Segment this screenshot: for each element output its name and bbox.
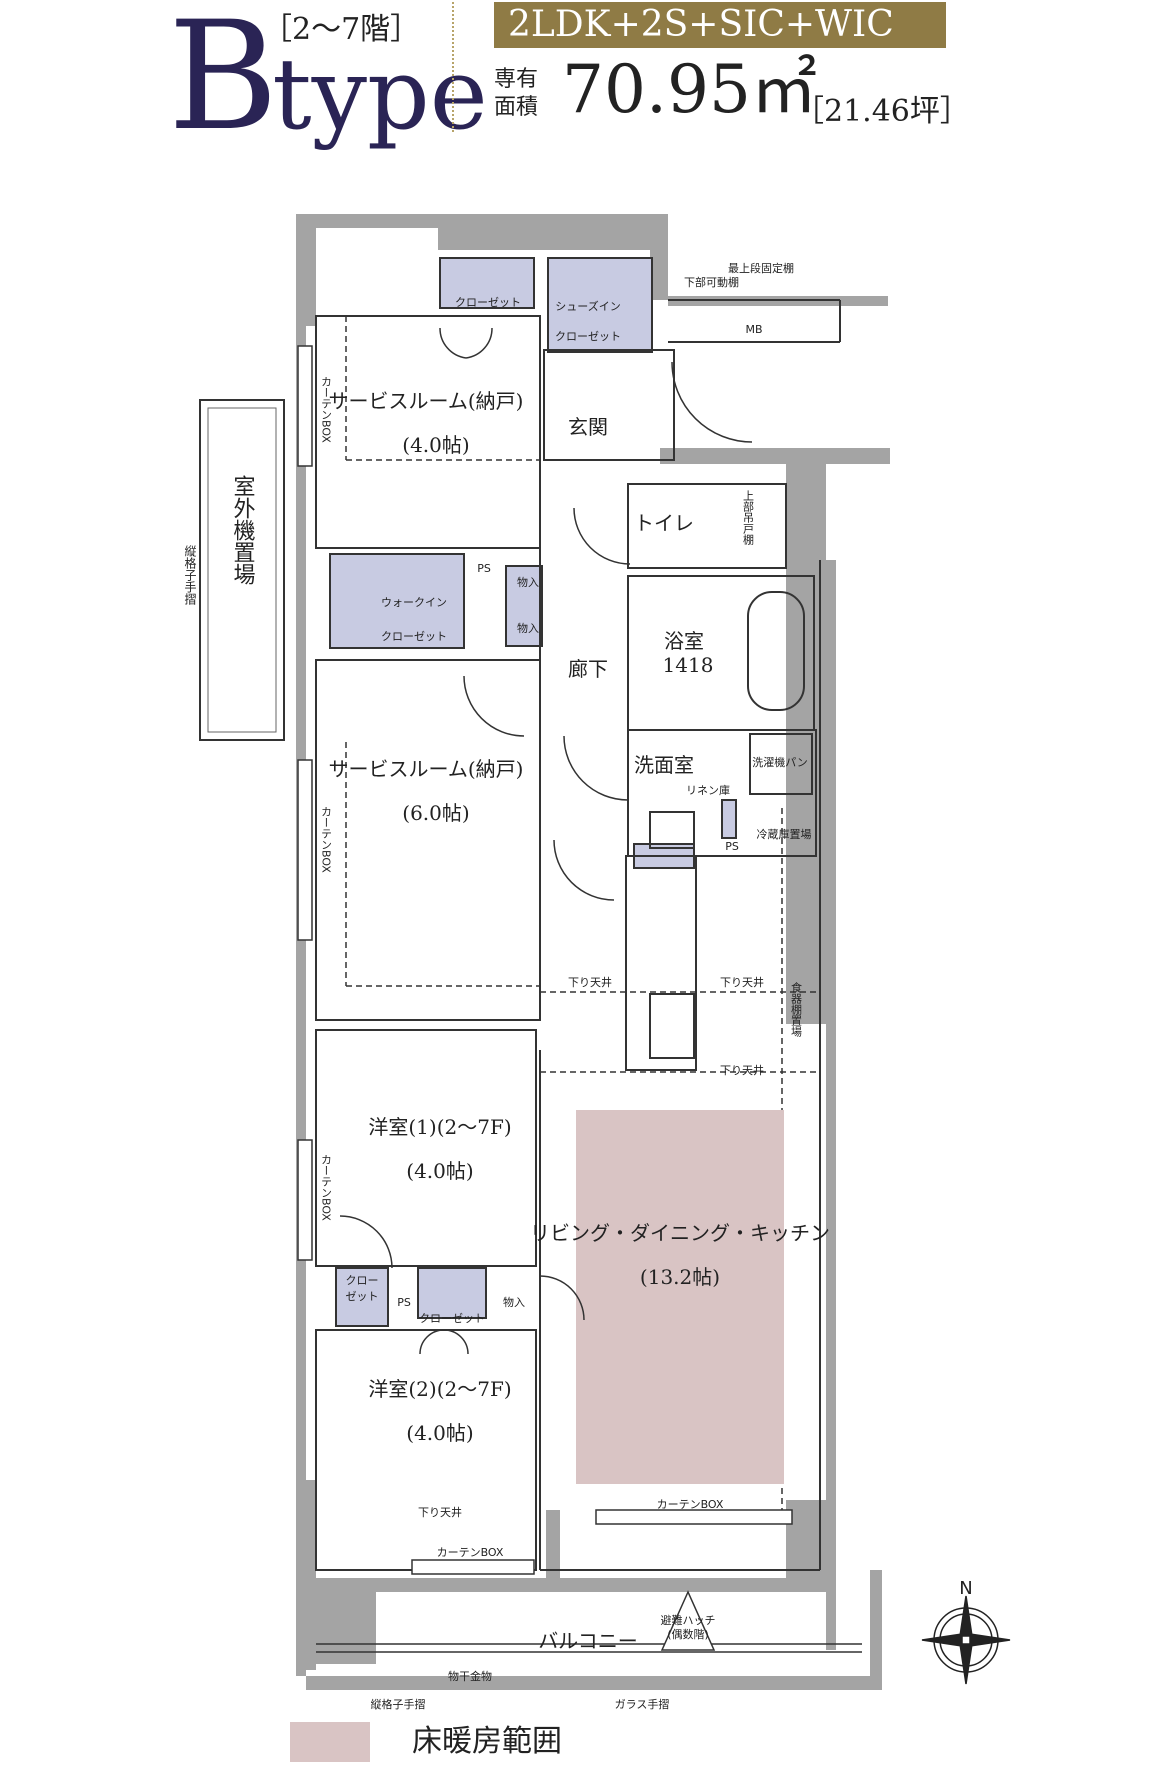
- label-mb: MB: [745, 323, 762, 336]
- label-dish-shelf: 食器棚置場: [790, 981, 803, 1038]
- label-curtain-v-3: カーテンBOX: [320, 1154, 333, 1222]
- room-toilet: トイレ: [634, 511, 694, 535]
- label-ps-2: PS: [397, 1296, 411, 1309]
- windows: [297, 345, 793, 1575]
- room-washroom: 洗面室: [634, 753, 694, 777]
- room-bath-size: 1418: [663, 653, 714, 677]
- label-ps-3: PS: [725, 840, 739, 853]
- label-storage-2: 物入: [517, 621, 539, 635]
- room-corridor: 廊下: [568, 657, 608, 681]
- label-shelf-note-2: 下部可動棚: [684, 275, 739, 289]
- label-closet-2: クローゼット: [419, 1312, 485, 1325]
- label-upper-shelf: 上部吊戸棚: [742, 490, 755, 546]
- label-hatch-2: (偶数階): [667, 1627, 709, 1641]
- room-ldk-size: (13.2帖): [640, 1265, 720, 1289]
- label-curtain-box-2: カーテンBOX: [437, 1546, 504, 1559]
- label-lowered-ceiling-2: 下り天井: [720, 975, 764, 989]
- type-letter: Btype: [168, 0, 488, 164]
- label-lowered-ceiling-4: 下り天井: [418, 1505, 462, 1519]
- label-linen: リネン庫: [686, 783, 730, 797]
- label-closet-1: クローゼット: [455, 296, 521, 309]
- room-western2-size: (4.0帖): [406, 1421, 473, 1445]
- room-ldk: リビング・ダイニング・キッチン: [530, 1221, 830, 1245]
- rail-label-left: 縦格子手摺: [183, 545, 197, 605]
- floor-range: ［2〜7階］: [262, 12, 421, 47]
- label-washer: 洗濯機パン: [752, 755, 808, 769]
- label-glass-rail: ガラス手摺: [615, 1697, 670, 1711]
- header-divider: [452, 2, 454, 132]
- label-closet-split-1: クロー: [346, 1274, 379, 1287]
- label-shoes-closet: クローゼット: [555, 330, 621, 343]
- label-hanger: 物干金物: [448, 1669, 492, 1683]
- area-tsubo: ［21.46坪］: [794, 94, 970, 129]
- label-closet-split-2: ゼット: [346, 1290, 379, 1303]
- floor-heating-area: [576, 1110, 784, 1484]
- label-curtain-box-1: カーテンBOX: [657, 1498, 724, 1511]
- label-ps-1: PS: [477, 562, 491, 575]
- room-service1: サービスルーム(納戸): [328, 389, 523, 413]
- label-lowered-ceiling-1: 下り天井: [568, 975, 612, 989]
- room-service2: サービスルーム(納戸): [328, 757, 523, 781]
- label-vertical-rail: 縦格子手摺: [371, 1697, 426, 1711]
- label-shelf-note-1: 最上段固定棚: [728, 261, 794, 275]
- room-service1-size: (4.0帖): [402, 433, 469, 457]
- svg-text:室外機置場: 室外機置場: [230, 475, 256, 585]
- label-fridge: 冷蔵庫置場: [757, 827, 812, 841]
- label-storage-3: 物入: [503, 1295, 525, 1309]
- room-western1: 洋室(1)(2〜7F): [368, 1115, 511, 1139]
- north-compass: [921, 1595, 1011, 1685]
- label-shoes-in: シューズイン: [555, 299, 620, 313]
- interior-lines: [315, 299, 841, 1571]
- room-western2: 洋室(2)(2〜7F): [368, 1377, 511, 1401]
- legend-floor-heating-label: 床暖房範囲: [412, 1724, 562, 1759]
- area-value: 70.95㎡: [562, 51, 817, 128]
- room-entrance: 玄関: [568, 415, 608, 439]
- legend-floor-heating-swatch: [290, 1722, 370, 1762]
- balcony: [316, 1590, 862, 1653]
- label-curtain-v-2: カーテンBOX: [320, 806, 333, 874]
- north-label: N: [959, 1578, 972, 1599]
- label-walkin: ウォークイン: [381, 596, 447, 609]
- plan-type-badge: 2LDK+2S+SIC+WIC: [494, 2, 946, 48]
- label-outdoor-unit: 室外機置場: [230, 475, 256, 585]
- room-bath: 浴室: [664, 629, 704, 653]
- label-curtain-v-1: カーテンBOX: [320, 376, 333, 444]
- room-service2-size: (6.0帖): [402, 801, 469, 825]
- door-swings: [339, 327, 753, 1355]
- label-lowered-ceiling-3: 下り天井: [720, 1063, 764, 1077]
- room-western1-size: (4.0帖): [406, 1159, 473, 1183]
- label-storage-1: 物入: [517, 575, 539, 589]
- room-balcony: バルコニー: [538, 1629, 638, 1653]
- area-label: 専有面積: [494, 67, 539, 120]
- label-hatch-1: 避難ハッチ: [661, 1613, 716, 1627]
- label-walkin-closet: クローゼット: [381, 630, 447, 643]
